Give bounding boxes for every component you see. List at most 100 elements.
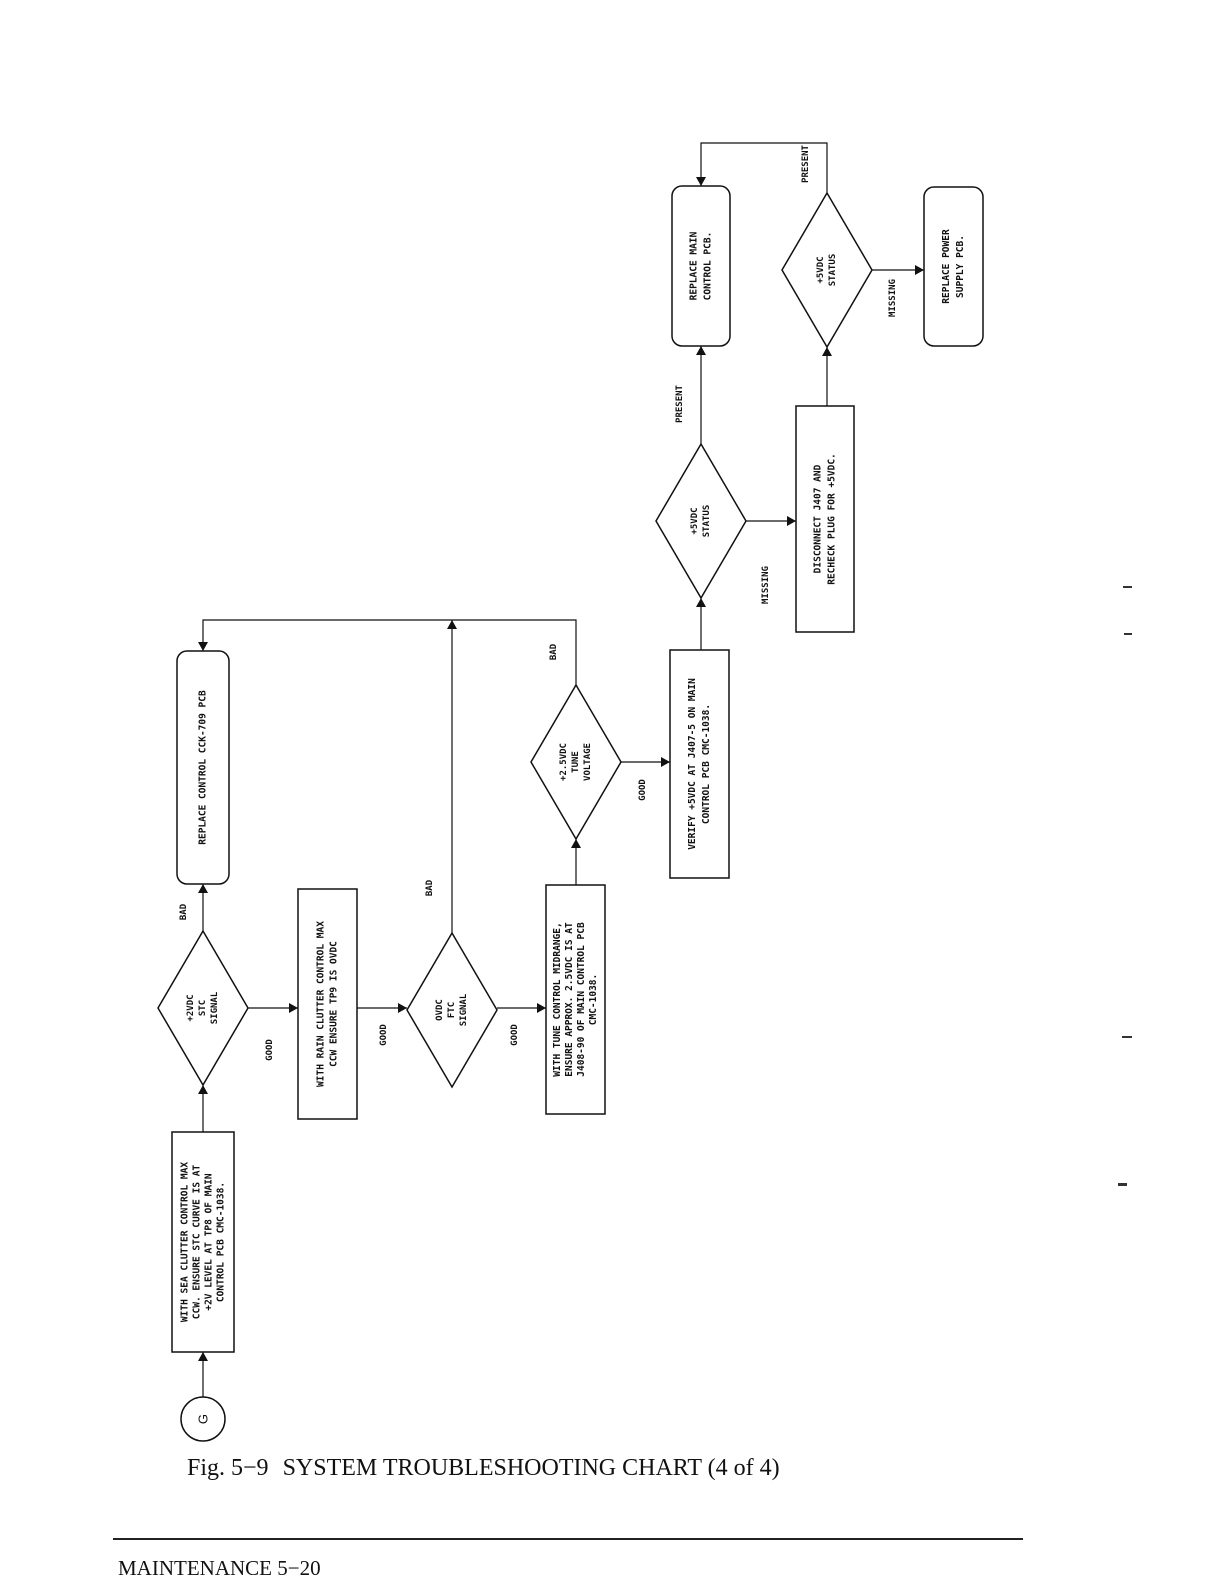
step-text: +2V LEVEL AT TP8 OF MAIN — [204, 1173, 215, 1311]
step-text: REPLACE MAIN — [689, 231, 700, 300]
arrow-n8-to-n9 — [696, 598, 706, 607]
arrow-n12-present — [696, 177, 706, 186]
edge-label-n12-missing: MISSING — [888, 279, 898, 317]
step-text: CONTROL PCB CMC-1038. — [216, 1182, 227, 1302]
edge-label-n2-bad: BAD — [179, 903, 189, 920]
decision-text: FTC — [447, 1002, 457, 1018]
flowchart-step-n6: WITH TUNE CONTROL MIDRANGE,ENSURE APPROX… — [545, 884, 606, 1115]
edge-label-n6-good: GOOD — [510, 1024, 520, 1046]
decision-text: +5VDC — [690, 507, 700, 534]
step-box — [297, 888, 358, 1120]
decision-diamond — [530, 683, 622, 841]
arrow-n11-to-n12 — [822, 347, 832, 356]
scan-mark — [1123, 586, 1132, 588]
decision-diamond — [406, 931, 498, 1089]
arrow-n5-good — [537, 1003, 546, 1013]
edge-label-n5-bad: BAD — [425, 879, 435, 896]
edge-label-n12-present: PRESENT — [801, 144, 811, 183]
step-text: CCW. ENSURE STC CURVE IS AT — [192, 1165, 203, 1320]
step-text: SUPPLY PCB. — [955, 235, 966, 298]
step-text: VERIFY +5VDC AT J407-5 ON MAIN — [687, 678, 698, 850]
flowchart-edge-labels: GOOD BAD GOOD BAD GOOD GOOD BAD PRESENT MISSING P… — [179, 144, 898, 1060]
arrow-n6-to-n7 — [571, 839, 581, 848]
flowchart-connectors — [198, 142, 924, 1397]
step-box — [795, 405, 855, 633]
step-text: CMC-1038. — [588, 974, 599, 1025]
decision-text: OVDC — [435, 999, 445, 1021]
edge-label-n5-good: GOOD — [379, 1024, 389, 1046]
arrow-n2-bad — [198, 884, 208, 893]
edge-label-n9-present: PRESENT — [675, 384, 685, 423]
figure-number: Fig. 5−9 — [187, 1455, 269, 1481]
page-footer: MAINTENANCE 5−20 — [118, 1556, 321, 1580]
decision-text: +2VDC — [186, 994, 196, 1021]
step-text: J408-90 OF MAIN CONTROL PCB — [576, 922, 587, 1077]
arrow-n2-good — [289, 1003, 298, 1013]
step-box — [923, 186, 984, 347]
edge-label-n7-good: GOOD — [638, 779, 648, 801]
decision-text: STATUS — [828, 254, 838, 287]
arrow-n7-good — [661, 757, 670, 767]
step-box — [171, 1131, 235, 1353]
decision-text: SIGNAL — [210, 991, 220, 1024]
step-text: RECHECK PLUG FOR +5VDC. — [827, 453, 838, 585]
decision-diamond — [157, 929, 249, 1087]
step-text: WITH RAIN CLUTTER CONTROL MAX — [316, 921, 327, 1087]
decision-text: STATUS — [702, 505, 712, 538]
connector-n12-present — [700, 142, 828, 193]
step-box — [669, 649, 730, 879]
decision-text: +5VDC — [816, 256, 826, 283]
arrow-n9-present — [696, 346, 706, 355]
scan-mark — [1118, 1183, 1127, 1186]
decision-diamond — [655, 442, 747, 600]
step-box — [176, 650, 230, 885]
scan-mark — [1124, 633, 1132, 635]
step-text: WITH SEA CLUTTER CONTROL MAX — [180, 1162, 191, 1322]
edge-label-n7-bad: BAD — [549, 643, 559, 660]
flowchart-step-n3: REPLACE CONTROL CCK-709 PCB — [176, 650, 230, 885]
step-text: CCW ENSURE TP9 IS OVDC — [329, 941, 340, 1067]
decision-text: STC — [198, 1000, 208, 1016]
arrow-n1-to-n2 — [198, 1085, 208, 1094]
footer-rule — [113, 1538, 1023, 1540]
arrow-bad-return — [198, 642, 208, 651]
decision-text: +2.5VDC — [559, 743, 569, 781]
arrow-n9-missing — [787, 516, 796, 526]
arrow-start-to-n1 — [198, 1352, 208, 1361]
figure-caption: Fig. 5−9 SYSTEM TROUBLESHOOTING CHART (4 … — [187, 1455, 780, 1482]
step-text: DISCONNECT J407 AND — [813, 464, 824, 573]
decision-text: VOLTAGE — [583, 743, 593, 781]
step-text: CONTROL PCB CMC-1038. — [701, 704, 712, 824]
start-connector-circle — [180, 1396, 226, 1442]
scan-mark — [1122, 1036, 1132, 1038]
step-text: WITH TUNE CONTROL MIDRANGE, — [552, 922, 563, 1076]
step-text: CONTROL PCB. — [703, 232, 714, 301]
connector-bad-return-bus — [202, 619, 577, 685]
step-box — [671, 185, 731, 347]
arrow-n4-to-n5 — [398, 1003, 407, 1013]
arrow-n12-missing — [915, 265, 924, 275]
edge-label-n9-missing: MISSING — [761, 566, 771, 604]
figure-title: SYSTEM TROUBLESHOOTING CHART (4 of 4) — [282, 1455, 780, 1481]
arrow-n5-bad — [447, 620, 457, 629]
start-connector-label: G — [196, 1414, 211, 1424]
decision-text: TUNE — [571, 751, 581, 773]
step-text: ENSURE APPROX. 2.5VDC IS AT — [564, 922, 575, 1077]
edge-label-n2-good: GOOD — [265, 1039, 275, 1061]
decision-text: SIGNAL — [459, 993, 469, 1026]
step-text: REPLACE POWER — [941, 229, 952, 304]
step-box — [545, 884, 606, 1115]
